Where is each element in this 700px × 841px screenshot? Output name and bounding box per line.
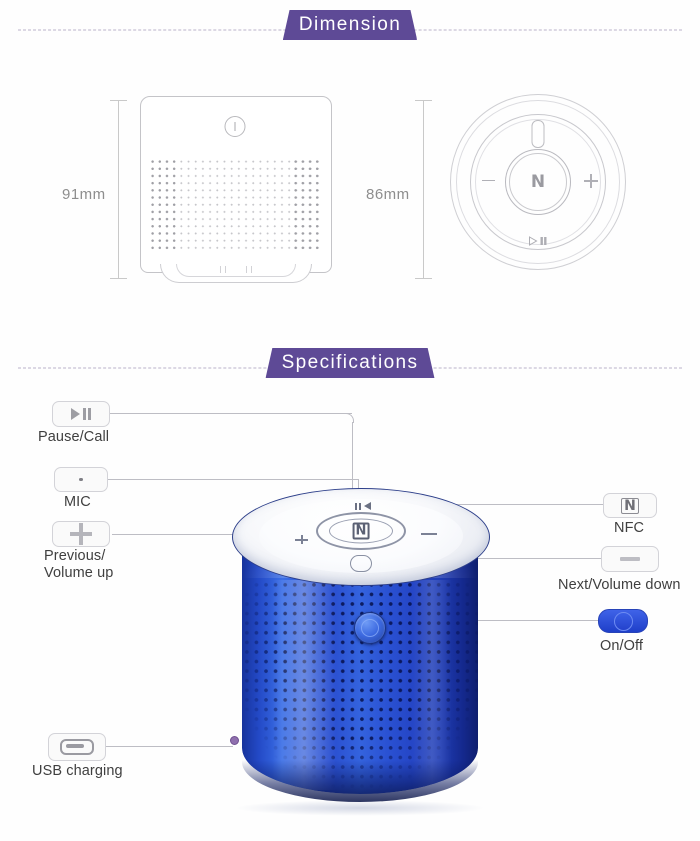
height-dimension-line: [118, 100, 119, 278]
minus-icon: [620, 557, 640, 561]
callout-label-next: Next/Volume down: [558, 577, 681, 593]
side-view-base-inner: [176, 264, 296, 277]
play-triangle-icon: [364, 502, 371, 510]
side-view-grille-left: [149, 158, 179, 250]
leader-line-nfc: [414, 504, 603, 505]
callout-chip-pause[interactable]: [52, 401, 110, 427]
bluetooth-speaker-photo: N: [224, 488, 496, 818]
top-view-ring-nfc-outer: [505, 149, 571, 215]
callout-label-nfc: NFC: [614, 520, 645, 536]
play-pause-icon: [70, 408, 92, 420]
top-plate-ring-outer: [316, 512, 406, 550]
callout-label-usb: USB charging: [32, 763, 123, 779]
minus-icon: [482, 180, 495, 181]
product-plus-marker[interactable]: [295, 533, 308, 546]
nfc-icon: N: [621, 497, 639, 514]
leader-elbow-pause: [344, 413, 354, 423]
plus-icon: [70, 523, 92, 545]
body-bottom-shade: [242, 760, 478, 802]
product-shadow: [234, 800, 486, 816]
plus-icon: [584, 174, 598, 188]
usb-port-marker: [230, 736, 239, 745]
leader-line-usb: [105, 746, 233, 747]
height-tick-top: [110, 100, 127, 101]
callout-label-previous-line2: Volume up: [44, 565, 114, 582]
specifications-banner: Specifications: [0, 348, 700, 388]
dimension-banner-label: Dimension: [282, 10, 418, 40]
speaker-top-view: N: [450, 94, 626, 270]
power-button-icon: [224, 116, 246, 137]
product-mic-marker: [350, 555, 372, 572]
mic-dot-icon: [79, 477, 83, 482]
speaker-top-plate: N: [232, 488, 490, 586]
leader-line-mic: [106, 479, 359, 480]
speaker-side-view: [140, 96, 332, 286]
play-pause-icon: [529, 236, 548, 246]
specifications-banner-label: Specifications: [265, 348, 435, 378]
callout-label-pause: Pause/Call: [38, 429, 110, 445]
leader-line-pause-v: [352, 422, 353, 502]
pause-bars-icon: [355, 502, 361, 510]
callout-chip-next[interactable]: [601, 546, 659, 572]
callout-chip-previous[interactable]: [52, 521, 110, 547]
height-dimension-label: 91mm: [62, 186, 106, 203]
dimension-banner: Dimension: [0, 10, 700, 50]
callout-chip-mic[interactable]: [54, 467, 108, 492]
top-view-ring-3: [470, 114, 606, 250]
width-dimension-label: 86mm: [366, 186, 410, 203]
callout-label-previous: Previous/ Volume up: [44, 548, 113, 583]
callout-label-power: On/Off: [600, 638, 644, 654]
top-plate-ring-inner: [329, 518, 393, 544]
side-view-base-notch-right: [246, 266, 252, 273]
product-power-button[interactable]: [354, 612, 386, 644]
callout-chip-usb[interactable]: [48, 733, 106, 761]
leader-line-next: [440, 558, 603, 559]
power-toggle-icon: [613, 611, 633, 631]
specifications-section: N Pause/Call MIC Previous/: [0, 388, 700, 841]
top-view-ring-outer: [450, 94, 626, 270]
top-view-ring-2: [456, 100, 620, 264]
leader-line-previous: [112, 534, 292, 535]
side-view-grille-right: [292, 158, 321, 250]
callout-chip-nfc[interactable]: N: [603, 493, 657, 518]
nfc-icon: N: [530, 172, 546, 192]
leader-line-power: [380, 620, 598, 621]
width-tick-top: [415, 100, 432, 101]
callout-chip-power[interactable]: [598, 609, 648, 633]
leader-line-pause: [106, 413, 352, 414]
play-triangle-icon: [529, 236, 538, 246]
top-view-ring-4: [475, 119, 601, 245]
width-dimension-line: [423, 100, 424, 278]
top-view-ring-nfc-inner: [509, 153, 567, 211]
pause-bars-icon: [540, 237, 547, 245]
height-tick-bottom: [110, 278, 127, 279]
side-view-base-notch-left: [220, 266, 226, 273]
dimension-section: 91mm 86mm N: [0, 58, 700, 308]
callout-label-mic: MIC: [64, 494, 91, 510]
product-nfc-icon[interactable]: N: [352, 522, 370, 540]
callout-label-previous-line1: Previous/: [44, 548, 106, 564]
mic-icon: [531, 120, 545, 148]
product-minus-marker[interactable]: [421, 533, 437, 535]
product-pause-marker[interactable]: [355, 502, 371, 510]
usb-port-icon: [60, 739, 94, 755]
width-tick-bottom: [415, 278, 432, 279]
